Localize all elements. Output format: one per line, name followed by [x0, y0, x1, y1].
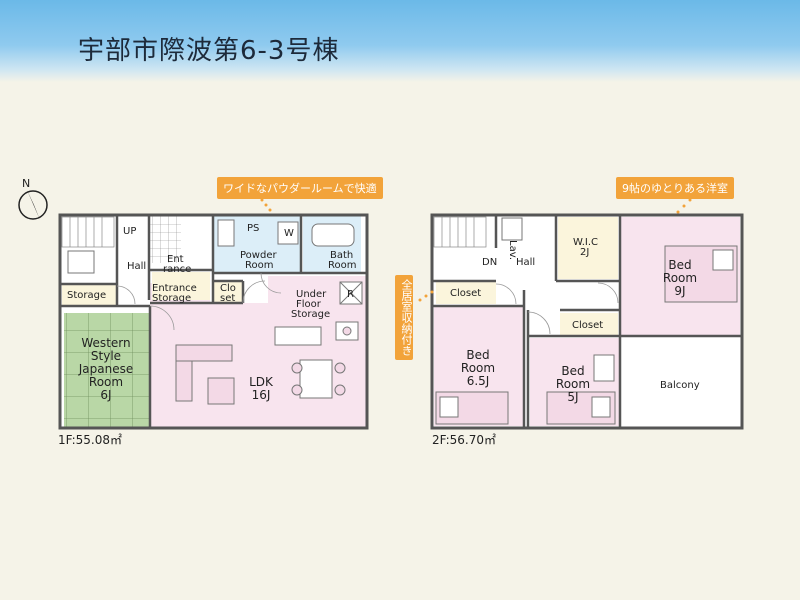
label-ps: PS [247, 223, 259, 234]
label-bed-9j-3: 9J [674, 284, 685, 298]
label-closet-2f-1: Closet [450, 288, 481, 299]
balcony [623, 345, 740, 426]
label-underfloor-2: Floor [296, 299, 322, 310]
label-entrance-1: Ent [167, 254, 184, 265]
powder-room-callout: ワイドなパウダールームで快適 [217, 177, 383, 199]
japanese-room [64, 313, 150, 427]
label-closet-2f-2: Closet [572, 320, 603, 331]
label-jp-2: Style [91, 349, 121, 363]
label-entrance-storage-2: Storage [152, 293, 191, 304]
label-wic-2: 2J [580, 247, 589, 258]
label-bed-65j-1: Bed [466, 348, 489, 362]
label-jp-5: 6J [100, 388, 111, 402]
compass-icon: N [18, 177, 48, 220]
wic-room [558, 217, 618, 279]
label-jp-1: Western [81, 336, 130, 350]
bedroom-callout: 9帖のゆとりある洋室 [616, 177, 734, 199]
label-closet-1: Clo [220, 283, 236, 294]
floor1-plan: UP Hall Ent rance PS W Powder Room Bath … [58, 213, 369, 430]
label-bed-5j-1: Bed [561, 364, 584, 378]
label-entrance-2: rance [163, 264, 191, 275]
label-lav: Lav. [507, 240, 518, 260]
label-underfloor-3: Storage [291, 309, 330, 320]
label-wic-1: W.I.C [573, 237, 598, 248]
label-dn: DN [482, 257, 497, 268]
label-bed-9j-1: Bed [668, 258, 691, 272]
floor2-plan: Lav. DN Hall W.I.C 2J Closet Closet Balc… [430, 213, 744, 430]
compass-north-label: N [22, 177, 30, 190]
page-title: 宇部市際波第6-3号棟 [78, 36, 340, 66]
label-jp-3: Japanese [78, 362, 134, 376]
label-bed-9j-2: Room [663, 271, 697, 285]
label-bath-2: Room [328, 260, 356, 271]
label-storage: Storage [67, 290, 106, 301]
label-balcony: Balcony [660, 380, 700, 391]
label-bed-65j-3: 6.5J [467, 374, 490, 388]
label-underfloor-1: Under [296, 289, 327, 300]
header-banner [0, 0, 800, 82]
storage-callout: 全居室収納付き [395, 275, 413, 360]
label-r: R [347, 289, 354, 300]
label-entrance-storage-1: Entrance [152, 283, 197, 294]
label-hall-2f: Hall [516, 257, 535, 268]
label-bed-65j-2: Room [461, 361, 495, 375]
floor2-area-label: 2F:56.70㎡ [432, 433, 497, 447]
label-hall: Hall [127, 261, 146, 272]
callout-leaders [260, 198, 692, 302]
label-powder-1: Powder [240, 250, 277, 261]
floor1-area-label: 1F:55.08㎡ [58, 433, 123, 447]
entrance-floor [149, 215, 181, 263]
label-w: W [284, 228, 294, 239]
label-powder-2: Room [245, 260, 273, 271]
label-ldk-2: 16J [252, 388, 271, 402]
storage-room [62, 284, 117, 306]
label-jp-4: Room [89, 375, 123, 389]
label-up: UP [123, 226, 136, 237]
label-bed-5j-2: Room [556, 377, 590, 391]
label-ldk-1: LDK [249, 375, 274, 389]
label-closet-2: set [220, 293, 235, 304]
label-bath-1: Bath [330, 250, 353, 261]
label-bed-5j-3: 5J [567, 390, 578, 404]
